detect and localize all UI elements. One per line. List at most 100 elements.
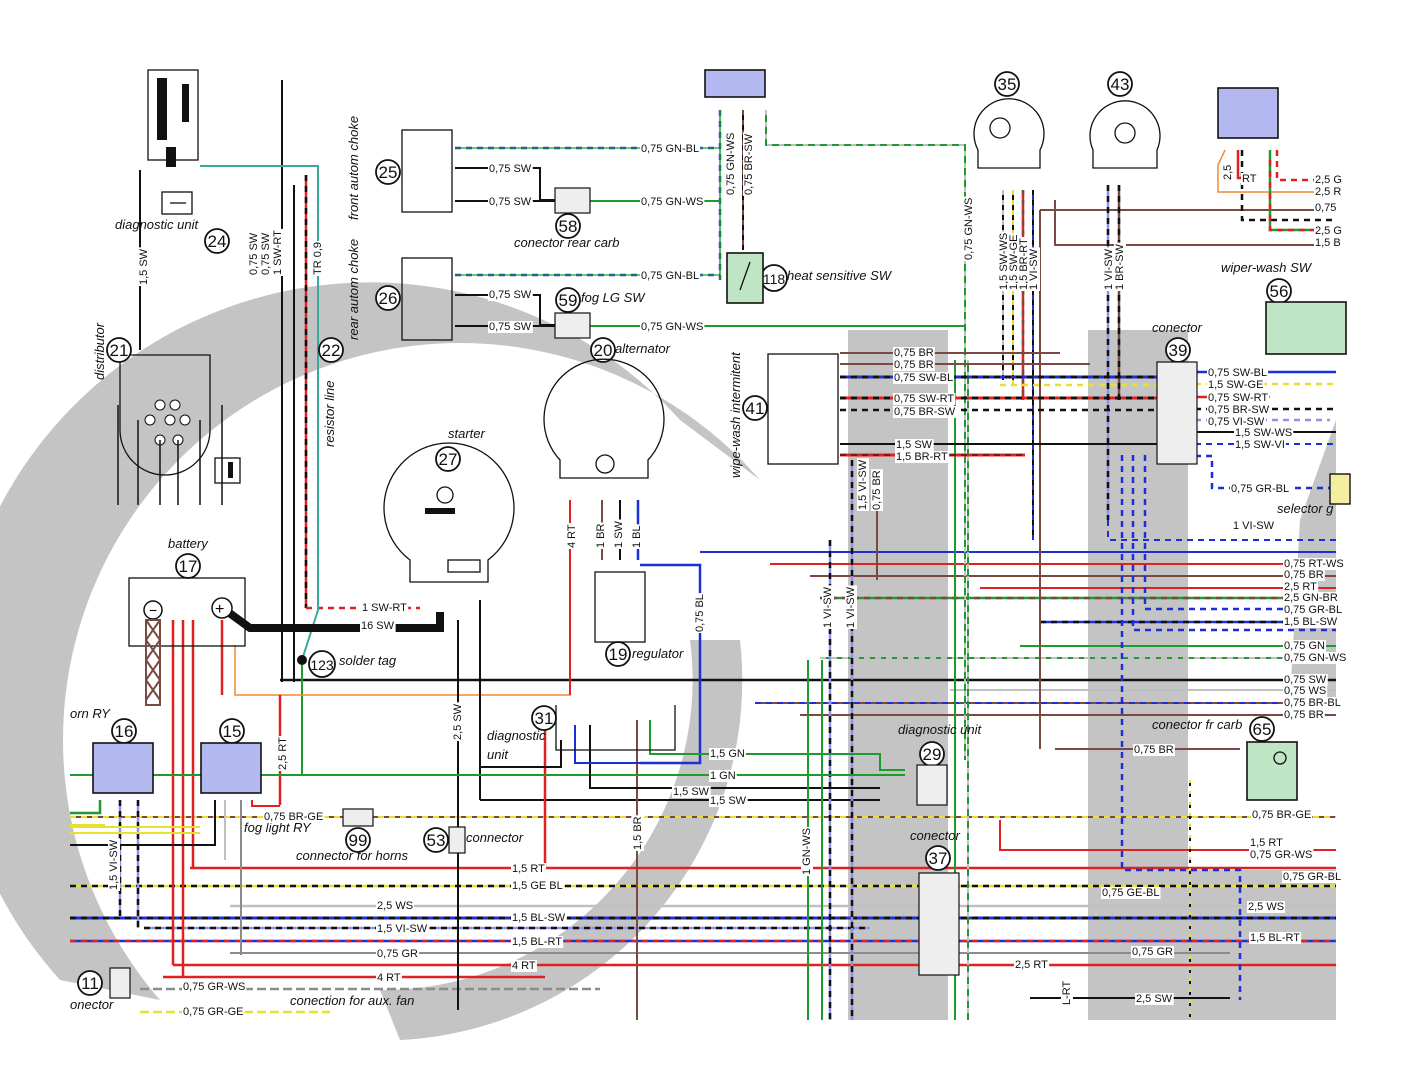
wire-label-bg — [511, 960, 537, 972]
svg-text:27: 27 — [439, 450, 458, 469]
wire-label-bg — [361, 602, 409, 614]
wire-label-vl2: 1 VI-SW — [845, 586, 857, 628]
wire-label-b5: 1,5 VI-SW — [377, 923, 428, 935]
component-badge-24: 24 — [204, 228, 230, 254]
wire-label-b1: 1,5 RT — [512, 863, 545, 875]
wire-label-bg — [1103, 247, 1115, 291]
wire-label-w142v: 1 VI-SW — [1103, 248, 1115, 290]
wire-label-w159: RT — [1242, 173, 1257, 185]
wiper-wash-sw-label: wiper-wash SW — [1221, 260, 1313, 275]
wire-label-w133: 0,75 SW-BL — [894, 372, 953, 384]
wire-label-bg — [182, 1006, 245, 1018]
connector-39-label: conector — [1152, 320, 1203, 335]
component-badge-26: 26 — [375, 285, 401, 311]
svg-text:21: 21 — [110, 341, 129, 360]
diagnostic-unit-31-label-1: diagnostic — [487, 728, 546, 743]
conector-fr-carb-label: conector rear carb — [514, 235, 620, 250]
wire-label-rb3: 2,5 RT — [1284, 581, 1317, 593]
horn-relay-label: orn RY — [70, 706, 111, 721]
band-arc-left — [0, 282, 760, 1000]
svg-text:+: + — [215, 601, 224, 618]
alternator: alternator — [543, 341, 671, 479]
distributor-label: distributor — [92, 322, 107, 380]
wire-label-bg — [1247, 901, 1286, 913]
svg-text:65: 65 — [1253, 720, 1272, 739]
wire-label-bg — [672, 786, 711, 798]
wire-label-bg — [640, 270, 701, 282]
selector: selector g — [1277, 473, 1351, 516]
wire-label-w82v: 1 SW — [613, 520, 625, 548]
wire-label-c39_6: 0,75 BR-SW — [1208, 404, 1270, 416]
wire-label-bg — [1314, 225, 1343, 237]
wire-label-b6r: 1,5 BL-RT — [1250, 932, 1300, 944]
connector-53: connector — [448, 826, 524, 854]
wire-label-bg — [893, 372, 955, 384]
wire-label-rb8: 0,75 GN-WS — [1284, 652, 1346, 664]
wire-label-w132: 0,75 BR — [894, 359, 934, 371]
svg-text:11: 11 — [81, 974, 99, 993]
wire-label-w141: 1 GN — [710, 770, 736, 782]
fog-light-relay-label: fog light RY — [244, 820, 312, 835]
wires-diagnostic — [70, 660, 905, 1020]
wire-label-bg — [1101, 887, 1161, 899]
front-choke: front autom choke — [346, 116, 453, 220]
wire-label-b_sw: 2,5 SW — [1136, 993, 1173, 1005]
component-badge-43: 43 — [1107, 71, 1133, 97]
wire-label-w70: 0,75 GN-BL — [641, 143, 699, 155]
wire-label-w84v: 0,75 BL — [694, 594, 706, 632]
motor-35 — [973, 98, 1045, 169]
carb-connectors: conector rear carb fog LG SW — [514, 187, 646, 339]
svg-text:24: 24 — [208, 232, 227, 251]
wire-label-w72: 0,75 SW — [489, 196, 532, 208]
wire-label-bg — [998, 231, 1010, 291]
aux-fan-label: conection for aux. fan — [290, 993, 414, 1008]
wire-label-rb11: 0,75 BR-BL — [1284, 697, 1341, 709]
wire-label-bg — [1283, 581, 1319, 593]
wire-label-bg — [743, 132, 755, 196]
conector-rear-carb-label: fog LG SW — [581, 290, 646, 305]
wire-label-bg — [1283, 685, 1328, 697]
wire-label-bg — [511, 936, 564, 948]
wire-label-rb2: 0,75 BR — [1284, 569, 1324, 581]
wire-label-bg — [895, 439, 934, 451]
wire-label-w64: 16 SW — [361, 620, 395, 632]
component-badge-21: 21 — [106, 337, 132, 363]
connector-29-label: diagnostic unit — [898, 722, 982, 737]
wire-label-rb1: 0,75 RT-WS — [1284, 558, 1344, 570]
wire-label-w69v: TR 0,9 — [312, 242, 324, 275]
component-badge-41: 41 — [742, 395, 768, 421]
wire-label-f1: 0,75 GR-WS — [183, 981, 245, 993]
wire-label-b8: 4 RT — [512, 960, 536, 972]
resistor-line-label: resistor line — [322, 381, 337, 447]
wire-label-rb7: 0,75 GN — [1284, 640, 1325, 652]
connector-29: diagnostic unit — [898, 722, 982, 806]
wire-label-bg — [1114, 242, 1126, 291]
wire-label-bg — [376, 972, 402, 984]
diagnostic-unit-31: diagnostic unit — [487, 705, 676, 762]
svg-text:118: 118 — [763, 271, 786, 287]
wire-label-bg — [893, 393, 956, 405]
rear-choke-label: rear autom choke — [346, 239, 361, 340]
relay-top-right — [1217, 87, 1279, 139]
svg-text:31: 31 — [535, 709, 554, 728]
wire-label-w91: 1,5 SW — [710, 795, 747, 807]
svg-text:−: − — [149, 602, 157, 618]
diagnostic-unit-31-label-2: unit — [487, 747, 509, 762]
component-badge-123: 123 — [308, 650, 336, 678]
wire-label-bg — [376, 948, 420, 960]
wire-label-b9: 4 RT — [377, 972, 401, 984]
distributor: distributor — [92, 322, 241, 505]
selector-label: selector g — [1277, 501, 1334, 516]
wire-label-bg — [1283, 652, 1348, 664]
wire-label-bg — [1234, 439, 1286, 451]
wire-label-w77: 0,75 SW — [489, 321, 532, 333]
svg-text:58: 58 — [559, 217, 578, 236]
wire-label-bg — [893, 359, 935, 371]
component-badge-37: 37 — [925, 845, 951, 871]
alternator-label: alternator — [615, 341, 671, 356]
component-badge-16: 16 — [111, 718, 137, 744]
wire-label-w138: 1,5 BR-RT — [896, 451, 948, 463]
